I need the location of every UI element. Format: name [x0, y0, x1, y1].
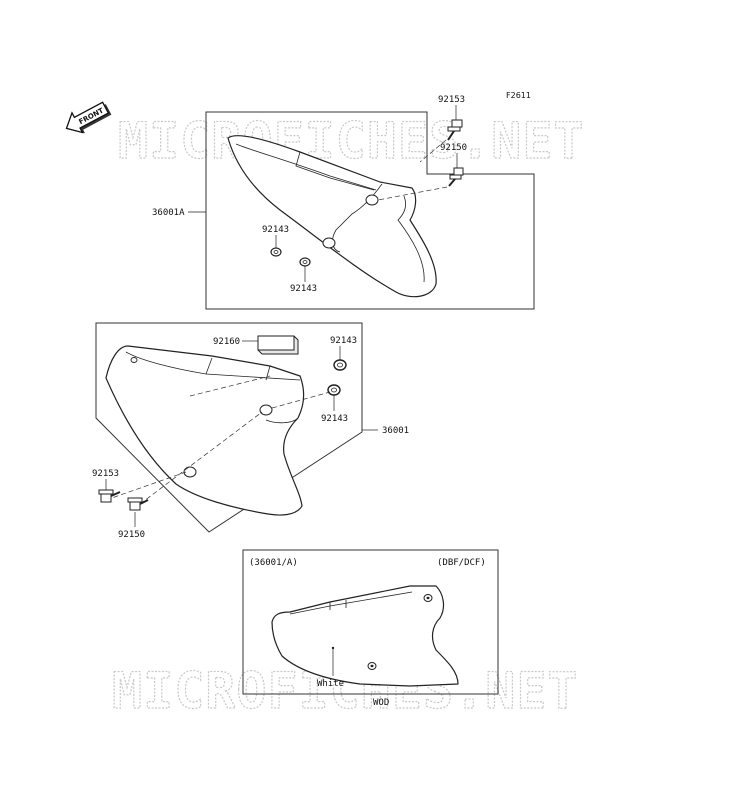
washer-92143-c-icon	[333, 359, 347, 371]
bolt-92153-top-icon	[447, 119, 463, 141]
front-arrow-icon: FRONT	[65, 101, 112, 134]
label-92153-bottom: 92153	[92, 469, 119, 479]
frame-36001A	[205, 111, 535, 310]
figure-code: F2611	[506, 91, 531, 100]
bolt-92150-top-icon	[448, 167, 464, 187]
label-92143-c: 92143	[330, 336, 357, 346]
variant-color-label: White	[317, 679, 344, 689]
label-92143-a: 92143	[262, 225, 289, 235]
label-92160: 92160	[213, 337, 240, 347]
variant-bottom-label: WOD	[373, 698, 389, 708]
side-cover-36001	[105, 345, 305, 516]
watermark-top: MICROFICHES.NET	[118, 112, 585, 170]
bolt-92150-bottom-icon	[127, 497, 149, 511]
variant-box	[242, 549, 499, 695]
washer-92143-b-icon	[299, 257, 311, 267]
side-cover-variant	[271, 585, 459, 687]
label-36001A: 36001A	[152, 208, 185, 218]
side-cover-36001A	[227, 135, 437, 298]
label-92150-top: 92150	[440, 143, 467, 153]
label-92143-d: 92143	[321, 414, 348, 424]
washer-92143-d-icon	[327, 384, 341, 396]
pad-92160-icon	[257, 335, 299, 355]
variant-right-label: (DBF/DCF)	[437, 558, 486, 568]
label-92153-top: 92153	[438, 95, 465, 105]
bolt-92153-bottom-icon	[98, 489, 121, 503]
variant-left-label: (36001/A)	[249, 558, 298, 568]
label-92150-bottom: 92150	[118, 530, 145, 540]
label-92143-b: 92143	[290, 284, 317, 294]
label-36001: 36001	[382, 426, 409, 436]
washer-92143-a-icon	[270, 247, 282, 257]
